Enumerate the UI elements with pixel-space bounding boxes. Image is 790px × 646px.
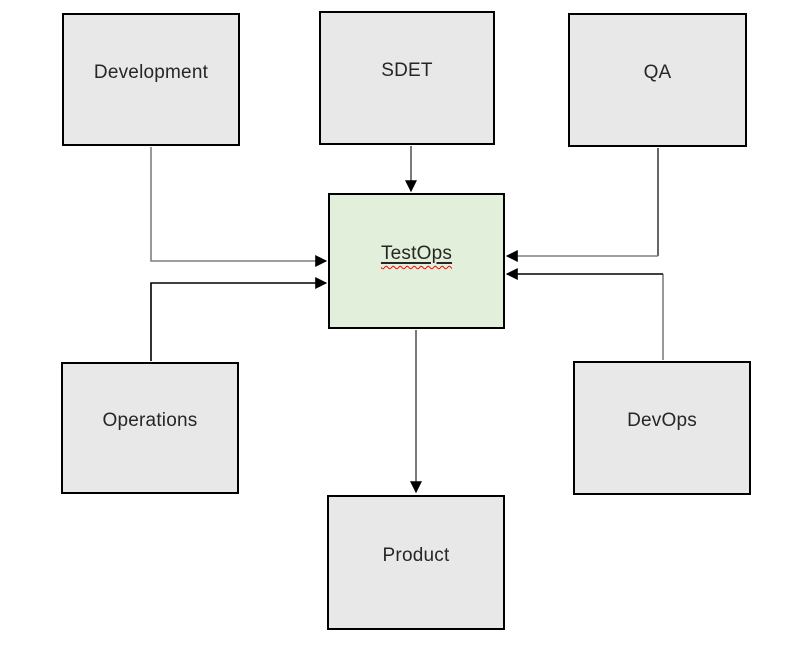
- node-label: Operations: [102, 410, 198, 431]
- node-label: QA: [643, 62, 672, 83]
- node-label: Product: [382, 544, 450, 566]
- node-testops[interactable]: TestOps: [328, 193, 505, 329]
- connector-operations-to-testops: [150, 277, 328, 361]
- node-sdet[interactable]: SDET: [319, 11, 495, 145]
- node-development[interactable]: Development: [62, 13, 240, 146]
- node-label: SDET: [381, 60, 433, 81]
- spellcheck-squiggle: TestOps: [380, 243, 453, 264]
- node-label: Development: [93, 61, 209, 83]
- connector-devops-to-testops: [505, 268, 664, 360]
- node-label: DevOps: [627, 410, 697, 431]
- node-qa[interactable]: QA: [568, 13, 747, 147]
- node-devops[interactable]: DevOps: [573, 361, 751, 495]
- node-label: TestOps: [381, 243, 452, 265]
- connector-qa-to-testops: [505, 148, 659, 262]
- node-product[interactable]: Product: [327, 495, 505, 630]
- node-operations[interactable]: Operations: [61, 362, 239, 494]
- connector-development-to-testops: [150, 147, 328, 267]
